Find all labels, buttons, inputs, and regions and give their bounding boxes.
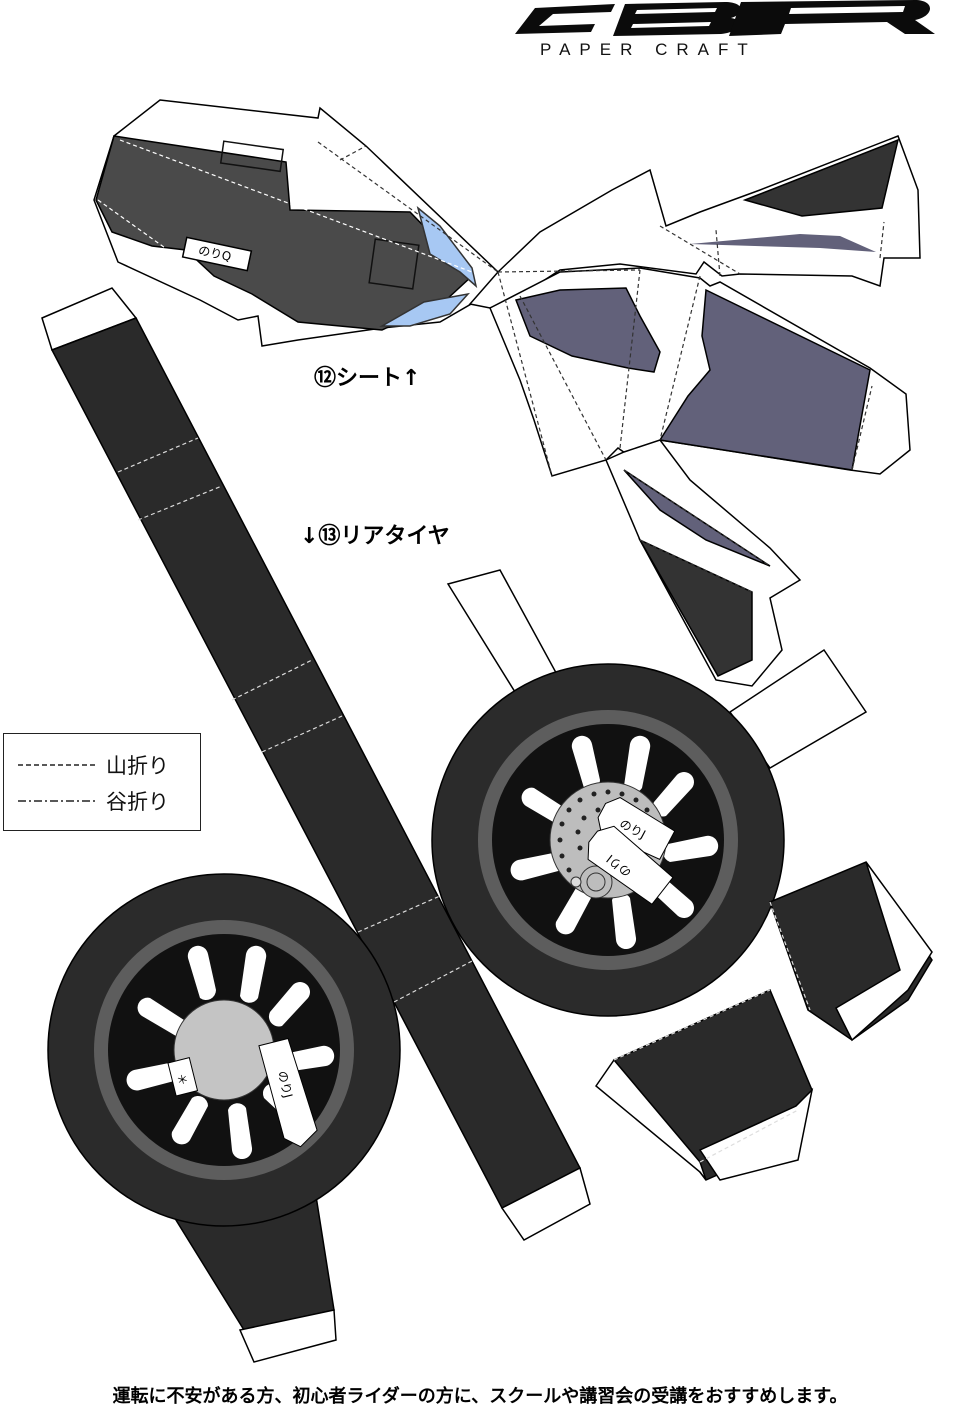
seat-blue-accent-upper (416, 205, 478, 289)
wheel-right-tail-end (698, 1087, 814, 1181)
safety-notice: 運転に不安がある方、初心者ライダーの方に、スクールや講習会の受講をおすすめします… (112, 1386, 848, 1407)
legend-valley-label: 谷折り (106, 790, 169, 814)
seat-right-part (468, 135, 921, 687)
legend-mountain-row: 山折り (16, 750, 169, 780)
logo-subtitle: PAPER CRAFT (540, 40, 757, 59)
hub-bolt (570, 876, 582, 888)
valley-fold-line-icon (18, 800, 96, 802)
seat-lower-purple-right (658, 288, 871, 471)
legend-mountain-label: 山折り (106, 754, 169, 778)
wheel-left (47, 873, 401, 1363)
cbr-logo (515, 0, 935, 36)
rear-tire-part-label: ↓⑬リアタイヤ (300, 524, 450, 549)
seat-tail-dark (638, 538, 753, 677)
seat-blue-accent-lower (379, 292, 471, 327)
fold-legend: 山折り 谷折り (3, 733, 201, 831)
hub-cap-inner (586, 872, 606, 892)
wheel-right-lower-tab-white (835, 861, 933, 1042)
disc-glue-tab-lower (587, 825, 674, 905)
mountain-fold-line-icon (18, 764, 96, 766)
seat-glue-text: のりQ (197, 243, 233, 264)
seat-lower-purple-left (514, 287, 661, 373)
hub-star-text: ＊ (175, 1072, 190, 1088)
hub-star-tab (167, 1057, 199, 1097)
tire-strip (41, 287, 591, 1241)
hub-glue-text: のりJ (275, 1069, 295, 1099)
seat-right-dark-top (742, 138, 900, 217)
disc-glue-tab-upper (597, 796, 676, 861)
tire-strip-bottom-tab (500, 1166, 591, 1241)
wheel-left-bottom-tab-end (238, 1309, 337, 1363)
wheel-right (431, 569, 933, 1181)
seat-glue-tab (181, 236, 253, 272)
seat-part (93, 99, 541, 347)
legend-valley-row: 谷折り (16, 786, 169, 816)
seat-right-purple (690, 234, 876, 252)
seat-rect-mid (368, 238, 420, 290)
hub-glue-tab (258, 1037, 318, 1148)
seat-part-label: ⑫シート↑ (314, 366, 421, 391)
seat-rect-top (219, 140, 285, 173)
wheel-right-tail-white (594, 1058, 707, 1181)
seat-surface (95, 135, 474, 331)
